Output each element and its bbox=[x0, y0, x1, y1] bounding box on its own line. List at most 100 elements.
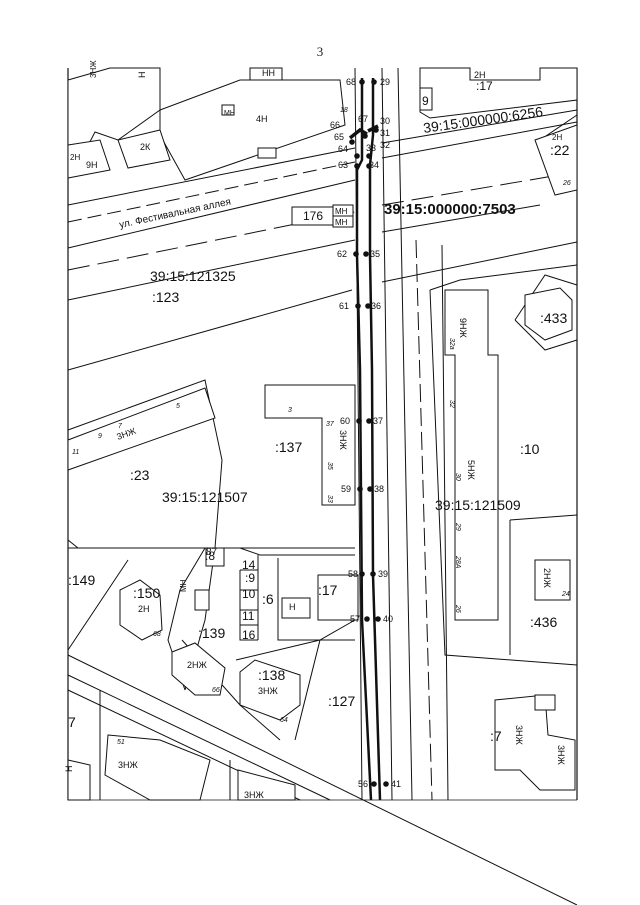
point-label: 34 bbox=[369, 160, 379, 170]
svg-text:9: 9 bbox=[98, 433, 102, 440]
svg-text:3НЖ: 3НЖ bbox=[258, 686, 279, 696]
point-label: 57 bbox=[350, 614, 360, 624]
point-label: 59 bbox=[341, 484, 351, 494]
point-label: 61 bbox=[339, 301, 349, 311]
svg-text:16: 16 bbox=[242, 628, 256, 642]
svg-text:9: 9 bbox=[422, 94, 429, 108]
svg-text:29: 29 bbox=[454, 522, 461, 531]
svg-text:3: 3 bbox=[288, 407, 292, 414]
point-label: 67 bbox=[358, 114, 368, 124]
svg-text:3НЖ: 3НЖ bbox=[89, 60, 98, 78]
point-label: 40 bbox=[383, 614, 393, 624]
parcel-label: :127 bbox=[328, 693, 355, 709]
parcel-label: :139 bbox=[198, 625, 225, 641]
svg-text:66: 66 bbox=[212, 687, 220, 694]
svg-text:МН: МН bbox=[224, 110, 235, 117]
svg-text:МН: МН bbox=[335, 218, 348, 227]
svg-text:5НЖ: 5НЖ bbox=[466, 460, 476, 481]
cadastral-quarter-325: 39:15:121325 bbox=[150, 268, 236, 284]
svg-text:176: 176 bbox=[303, 209, 323, 223]
svg-text:87: 87 bbox=[206, 547, 218, 558]
point-label: 65 bbox=[334, 132, 344, 142]
svg-text:2Н: 2Н bbox=[552, 133, 562, 142]
svg-text:3НЖ: 3НЖ bbox=[244, 790, 265, 800]
svg-text:НН: НН bbox=[262, 68, 275, 78]
svg-text:Н: Н bbox=[64, 766, 74, 773]
svg-text:68: 68 bbox=[153, 631, 161, 638]
svg-text:18: 18 bbox=[340, 107, 348, 114]
svg-text:Н: Н bbox=[289, 602, 296, 612]
svg-text:32: 32 bbox=[448, 400, 455, 408]
parcel-label: :22 bbox=[550, 142, 570, 158]
house-numbers: 3 37 35 33 32а 32 30 29 28А 26 5 7 9 11 … bbox=[72, 107, 571, 746]
svg-text:9Н: 9Н bbox=[86, 160, 98, 170]
svg-text:37: 37 bbox=[326, 421, 335, 428]
svg-text:2Н: 2Н bbox=[70, 153, 80, 162]
svg-text:24: 24 bbox=[561, 591, 570, 598]
roads bbox=[67, 67, 578, 905]
point-label: 58 bbox=[348, 569, 358, 579]
parcel-label: :137 bbox=[275, 439, 302, 455]
svg-text:28А: 28А bbox=[454, 555, 461, 569]
survey-points bbox=[349, 79, 389, 787]
svg-text:51: 51 bbox=[117, 739, 125, 746]
parcel-label: 7 bbox=[68, 714, 76, 730]
point-label: 56 bbox=[358, 779, 368, 789]
svg-text:11: 11 bbox=[72, 449, 79, 456]
svg-text:14: 14 bbox=[242, 558, 256, 572]
parcel-label: :436 bbox=[530, 614, 557, 630]
point-label: 63 bbox=[338, 160, 348, 170]
parcel-label: :17 bbox=[318, 582, 338, 598]
point-label: 29 bbox=[380, 77, 390, 87]
svg-text:3НЖ: 3НЖ bbox=[338, 430, 348, 451]
parcel-label: :433 bbox=[540, 310, 567, 326]
building-137 bbox=[264, 384, 356, 506]
cadastral-number-main: 39:15:000000:7503 bbox=[384, 201, 516, 218]
svg-text:5: 5 bbox=[176, 403, 180, 410]
svg-text:МН: МН bbox=[335, 207, 348, 216]
parcel-label: :7 bbox=[490, 728, 502, 744]
parcel-label: :10 bbox=[520, 441, 540, 457]
point-label: 60 bbox=[340, 416, 350, 426]
parcel-label: :149 bbox=[68, 572, 95, 588]
point-label: 31 bbox=[380, 128, 390, 138]
building-4n bbox=[159, 79, 346, 181]
svg-text:2Н: 2Н bbox=[138, 604, 150, 614]
svg-text:2К: 2К bbox=[140, 142, 151, 152]
survey-point-labels: 68 66 65 64 63 62 61 60 59 58 57 56 29 6… bbox=[330, 77, 401, 789]
svg-text:2НЖ: 2НЖ bbox=[187, 660, 208, 670]
svg-text:2НЖ: 2НЖ bbox=[542, 568, 552, 589]
building-labels: 4Н 2К 9Н Н 2Н НН МН МН МН 3НЖ 3НЖ 9НЖ 5Н… bbox=[64, 60, 566, 800]
svg-text:33: 33 bbox=[326, 495, 333, 503]
point-label: 41 bbox=[391, 779, 401, 789]
building-3nzh-left bbox=[67, 387, 216, 471]
point-label: 37 bbox=[373, 416, 383, 426]
parcel-label: :123 bbox=[152, 289, 179, 305]
parcel-label: :23 bbox=[130, 467, 150, 483]
parcel-marks: 9 14 10 11 16 176 87 bbox=[206, 94, 429, 642]
svg-text:3НЖ: 3НЖ bbox=[514, 725, 524, 746]
parcel-label: :8 bbox=[205, 549, 215, 563]
parcel-label: :9 bbox=[245, 571, 255, 585]
svg-text:МН: МН bbox=[179, 579, 188, 592]
point-label: 68 bbox=[346, 77, 356, 87]
svg-text:3НЖ: 3НЖ bbox=[118, 760, 139, 770]
parcel-label: :6 bbox=[262, 591, 274, 607]
svg-text:30: 30 bbox=[454, 473, 461, 481]
point-label: 30 bbox=[380, 116, 390, 126]
svg-text:35: 35 bbox=[326, 462, 333, 470]
svg-text:11: 11 bbox=[242, 609, 255, 623]
svg-text:3НЖ: 3НЖ bbox=[556, 745, 566, 766]
point-label: 32 bbox=[380, 140, 390, 150]
svg-text:32а: 32а bbox=[448, 338, 455, 350]
svg-text:26: 26 bbox=[562, 180, 571, 187]
parcel-label: :17 bbox=[476, 79, 493, 93]
parcel-label: :150 bbox=[133, 585, 160, 601]
svg-text:7: 7 bbox=[118, 423, 123, 430]
building-5nzh bbox=[444, 289, 499, 621]
svg-text:2Н: 2Н bbox=[474, 70, 486, 80]
buildings bbox=[67, 67, 578, 801]
cadastral-quarter-507: 39:15:121507 bbox=[162, 489, 248, 505]
svg-text:10: 10 bbox=[242, 587, 256, 601]
